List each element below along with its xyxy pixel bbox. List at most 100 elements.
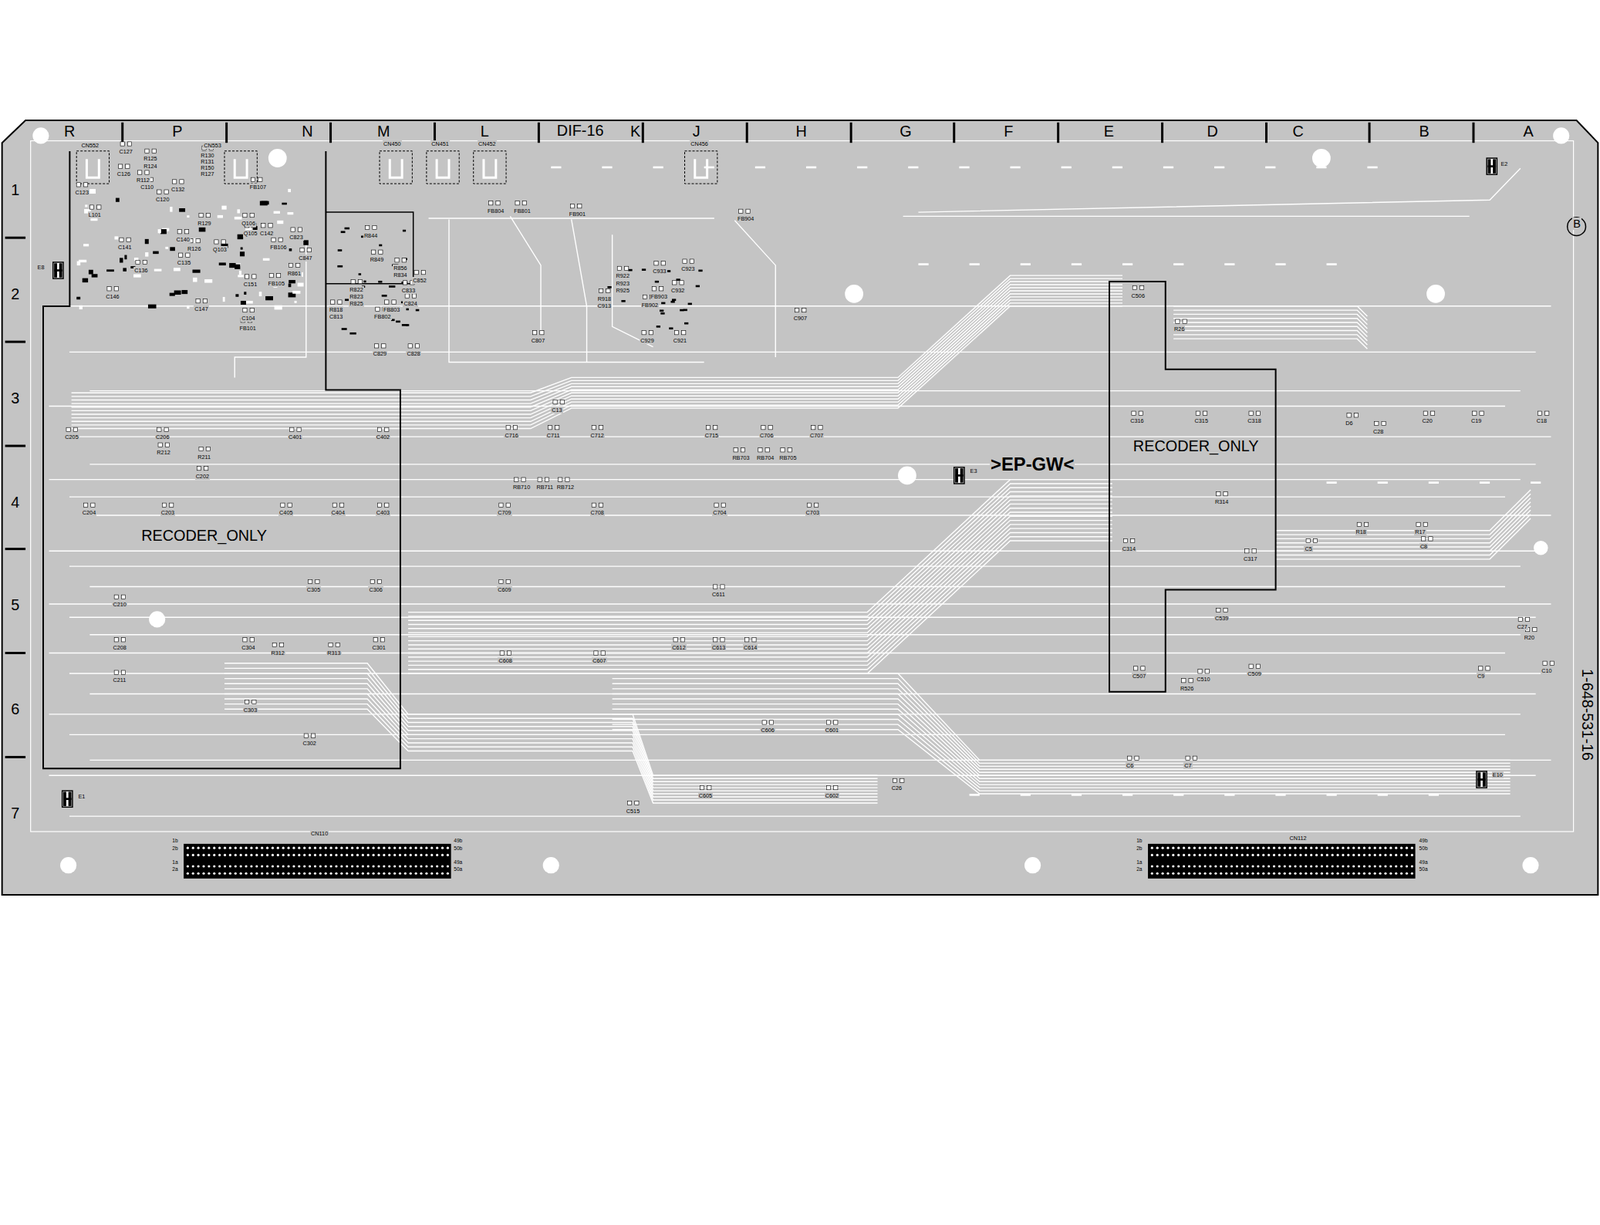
copper-trace: [71, 306, 1123, 429]
connector-pin: [1219, 872, 1222, 875]
connector-pin: [276, 864, 280, 868]
smd-pad: [169, 246, 176, 251]
silk-dash: [1479, 481, 1490, 484]
part-name: C136: [133, 266, 149, 274]
grid-reference: P: [171, 122, 183, 140]
part-name: C126: [116, 170, 132, 178]
smd-pad: [219, 262, 227, 266]
component-pad: [279, 642, 284, 647]
part-name: C303: [243, 706, 258, 714]
label-holder: Q103: [212, 246, 228, 253]
part-name: C404: [330, 509, 346, 517]
copper-trace: [612, 234, 654, 347]
region-outline: RECODER_ONLY: [43, 151, 401, 769]
grid-reference: J: [691, 122, 702, 140]
label-holder: C8: [1419, 543, 1428, 550]
connector-pin: [197, 872, 200, 875]
connector-pin: [1182, 854, 1185, 857]
label-holder: E2: [1499, 161, 1509, 167]
board-marking: 1a: [1135, 859, 1143, 865]
component-pad: [1313, 538, 1317, 543]
label-holder: C27: [1516, 624, 1529, 630]
smd-pad: [259, 291, 263, 297]
label-holder: C824: [402, 300, 418, 307]
silk-dash: [1009, 166, 1020, 169]
board-marking: E10: [1491, 771, 1504, 779]
connector-pin: [409, 864, 412, 868]
label-holder: C716: [503, 432, 519, 439]
component-pad: [1306, 538, 1310, 543]
label-holder: RB710: [512, 484, 531, 490]
board-marking: 1b: [171, 837, 179, 844]
board-marking: 49b: [1418, 837, 1429, 844]
component-pad: [164, 427, 169, 432]
connector-pin: [1251, 854, 1254, 857]
component-pad: [125, 164, 130, 169]
component-pad: [243, 637, 247, 642]
component-pad: [787, 448, 792, 453]
component-pad: [300, 247, 304, 252]
mounting-hole: [543, 857, 560, 874]
connector-pin: [1208, 854, 1212, 857]
connector-pin: [229, 854, 232, 857]
part-name: C715: [704, 432, 719, 439]
smd-pad: [668, 327, 673, 330]
label-holder: FB903: [650, 293, 669, 300]
copper-trace: [408, 528, 1113, 662]
smd-pad: [698, 270, 703, 273]
label-holder: C923: [680, 266, 696, 272]
smd-pad: [82, 278, 88, 284]
copper-trace: [71, 297, 1123, 419]
grid-reference: E: [1103, 122, 1115, 140]
silk-dash: [969, 263, 980, 266]
connector-pin: [1326, 854, 1329, 857]
label-holder: C405: [278, 509, 294, 516]
region-text-holder: RECODER_ONLY: [1131, 438, 1261, 455]
connector-pin: [1326, 872, 1329, 875]
label-holder: C303: [243, 707, 258, 713]
part-name: C609: [496, 586, 512, 594]
component-pad: [1185, 756, 1190, 760]
component-pad: [1131, 411, 1136, 416]
part-name: R129: [196, 219, 212, 227]
label-holder: D6: [1344, 420, 1354, 426]
connector-pin: [244, 854, 247, 857]
connector-pin: [286, 872, 290, 875]
connector-pin: [1383, 872, 1387, 875]
connector-pin: [266, 872, 269, 875]
board-marking: 2a: [171, 866, 179, 872]
label-holder: 49a: [1418, 860, 1429, 866]
part-name: C611: [711, 590, 726, 598]
component-pad: [307, 579, 312, 584]
silk-dash: [806, 166, 817, 169]
smd-pad: [660, 312, 665, 315]
part-name: FB903: [650, 293, 669, 301]
silk-dash: [1377, 793, 1388, 797]
mounting-hole: [1426, 284, 1445, 304]
label-holder: C833: [401, 287, 416, 294]
smd-pad: [204, 279, 213, 284]
connector-footprints: [76, 151, 718, 184]
connector-pin: [372, 872, 375, 875]
silk-dash: [1326, 793, 1337, 797]
component-pad: [269, 273, 274, 277]
grid-reference: C: [1292, 122, 1305, 140]
component-pad: [658, 286, 663, 291]
component-pad: [720, 584, 725, 589]
silk-dash: [969, 793, 980, 797]
component-pad: [705, 425, 710, 430]
mounting-hole: [148, 610, 166, 628]
label-holder: C613: [711, 644, 726, 651]
component-pad: [296, 263, 301, 267]
label-holder: 2b: [1135, 846, 1143, 852]
label-holder: R211: [196, 454, 212, 460]
component-pad: [1363, 522, 1368, 527]
connector-outline: [76, 151, 109, 184]
connector-pin: [276, 847, 280, 850]
label-holder: J: [691, 124, 702, 140]
part-name: C933: [651, 267, 667, 275]
connector-pin: [1182, 847, 1185, 850]
component-pad: [1485, 666, 1490, 671]
part-name: R526: [1179, 685, 1195, 692]
copper-trace: [1173, 338, 1368, 349]
